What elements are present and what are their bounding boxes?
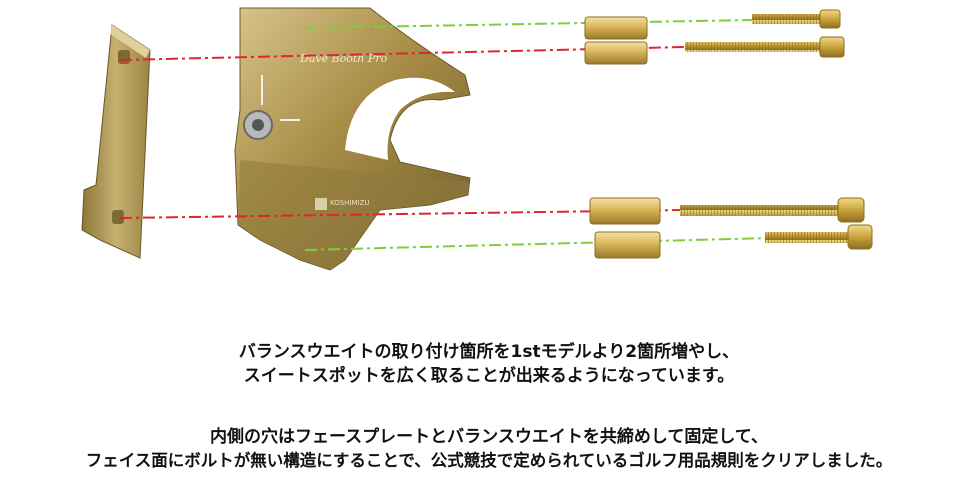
bolt-short-top — [752, 9, 841, 29]
putter-head: Dave Booth Pro KOSHIMIZU — [234, 7, 471, 271]
caption-2-line-2: フェイス面にボルトが無い構造にすることで、公式競技で定められているゴルフ用品規則… — [85, 451, 893, 470]
caption-1-line-2: スイートスポットを広く取ることが出来るようになっています。 — [243, 366, 735, 386]
caption-paragraph-1: バランスウエイトの取り付け箇所を1stモデルより2箇所増やし、 スイートスポット… — [0, 340, 978, 388]
brand-logo-icon — [315, 198, 327, 210]
green-guide-bottom — [304, 237, 771, 251]
weight-sleeve-top-a — [584, 16, 648, 40]
green-guide-top — [304, 19, 753, 29]
caption-1-line-1: バランスウエイトの取り付け箇所を1stモデルより2箇所増やし、 — [238, 342, 740, 362]
bolt-long-top — [685, 36, 845, 58]
weight-sleeve-top-b — [584, 41, 648, 65]
face-plate — [81, 24, 151, 259]
caption-paragraph-2: 内側の穴はフェースプレートとバランスウエイトを共締めして固定して、 フェイス面に… — [0, 425, 978, 473]
bolt-long-bottom — [680, 197, 865, 223]
brand-engraving: KOSHIMIZU — [330, 199, 370, 207]
guide-lines — [119, 19, 771, 251]
bolt-short-bottom — [765, 224, 873, 250]
weight-sleeve-bottom-b — [594, 231, 661, 259]
caption-2-line-1: 内側の穴はフェースプレートとバランスウエイトを共締めして固定して、 — [210, 427, 768, 447]
weight-sleeve-bottom-a — [589, 197, 661, 225]
exploded-view-figure: Dave Booth Pro KOSHIMIZU — [81, 7, 873, 271]
